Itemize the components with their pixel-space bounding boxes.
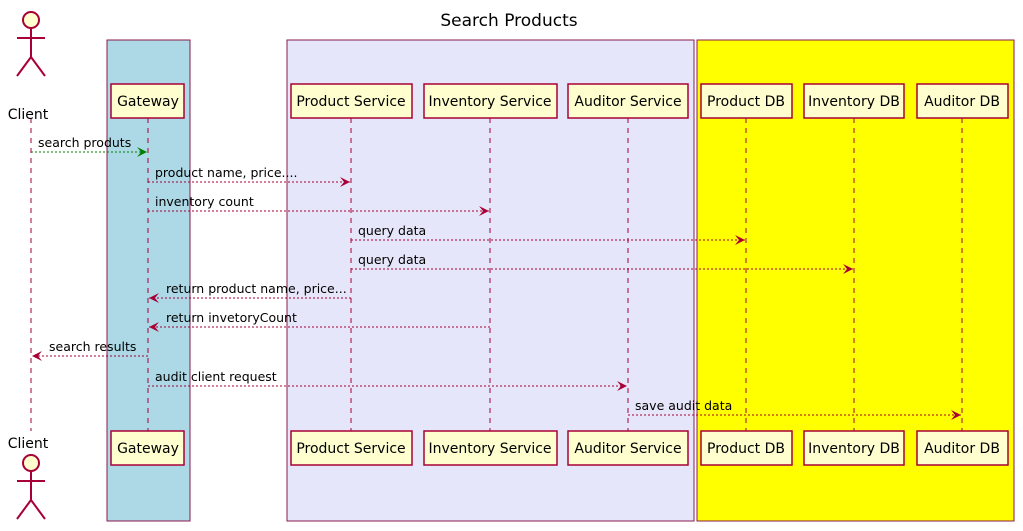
auditor-service-top: Auditor Service [567,83,689,119]
product-service-bottom-box [290,430,413,466]
inventory-db-bottom: Inventory DB [803,430,905,466]
message-4: query data [351,223,745,245]
actor-right-leg [30,56,46,77]
actor-left-leg [16,56,32,77]
product-db-bottom-box [700,430,793,466]
auditor-service-bottom-box [567,430,689,466]
auditor-db-bottom: Auditor DB [916,430,1009,466]
product-db-top-box [700,83,793,119]
auditor-db-top: Auditor DB [916,83,1009,119]
product-service-top: Product Service [290,83,413,119]
product-service-top-label: Product Service [296,94,405,110]
gateway-bottom-box [110,430,185,466]
inventory-db-top-label: Inventory DB [808,94,900,110]
auditor-db-top-box [916,83,1009,119]
diagram-title: Search Products [440,11,577,31]
message-4-label: query data [358,223,426,238]
inventory-db-bottom-box [803,430,905,466]
auditor-service-bottom-label: Auditor Service [574,441,681,457]
message-7-label: return invetoryCount [166,310,297,325]
inventory-db-top: Inventory DB [803,83,905,119]
actor-right-leg [30,499,46,520]
client-top-actor: Client [8,11,49,123]
message-1-label: search produts [38,135,131,150]
auditor-service-top-label: Auditor Service [574,94,681,110]
auditor-db-top-label: Auditor DB [924,94,1000,110]
message-9: audit client request [148,369,627,391]
inventory-db-bottom-label: Inventory DB [808,441,900,457]
inventory-service-top: Inventory Service [423,83,558,119]
message-6: return product name, price... [149,281,351,303]
product-db-top: Product DB [700,83,793,119]
inventory-service-top-label: Inventory Service [428,94,551,110]
actor-left-leg [16,499,32,520]
product-service-bottom: Product Service [290,430,413,466]
message-3-label: inventory count [155,194,254,209]
message-6-label: return product name, price... [166,281,347,296]
gateway-top-box [110,83,185,119]
gateway-top-label: Gateway [117,94,179,110]
message-7: return invetoryCount [149,310,490,332]
message-10-label: save audit data [635,398,732,413]
product-service-top-box [290,83,413,119]
message-2: product name, price.... [148,165,350,187]
message-8-label: search results [49,339,136,354]
message-2-label: product name, price.... [155,165,297,180]
client-bottom-label: Client [8,436,49,452]
product-service-bottom-label: Product Service [296,441,405,457]
product-db-bottom: Product DB [700,430,793,466]
inventory-service-bottom-label: Inventory Service [428,441,551,457]
actor-head [22,11,40,29]
messages: search produts product name, price.... inv… [31,135,961,420]
message-8: search results [32,339,148,361]
auditor-db-bottom-label: Auditor DB [924,441,1000,457]
inventory-db-top-box [803,83,905,119]
auditor-service-bottom: Auditor Service [567,430,689,466]
message-1: search produts [31,135,147,157]
gateway-top: Gateway [110,83,185,119]
client-bottom-actor: Client [8,436,49,520]
gateway-bottom: Gateway [110,430,185,466]
message-5-label: query data [358,252,426,267]
message-5: query data [351,252,853,274]
inventory-service-bottom-box [423,430,558,466]
message-3: inventory count [148,194,489,216]
auditor-db-bottom-box [916,430,1009,466]
lifelines [30,118,963,431]
message-9-label: audit client request [155,369,277,384]
product-db-top-label: Product DB [707,94,785,110]
client-top-label: Client [8,107,49,123]
gateway-bottom-label: Gateway [117,441,179,457]
message-10: save audit data [628,398,961,420]
inventory-service-bottom: Inventory Service [423,430,558,466]
inventory-service-top-box [423,83,558,119]
actor-head [22,454,40,472]
auditor-service-top-box [567,83,689,119]
product-db-bottom-label: Product DB [707,441,785,457]
